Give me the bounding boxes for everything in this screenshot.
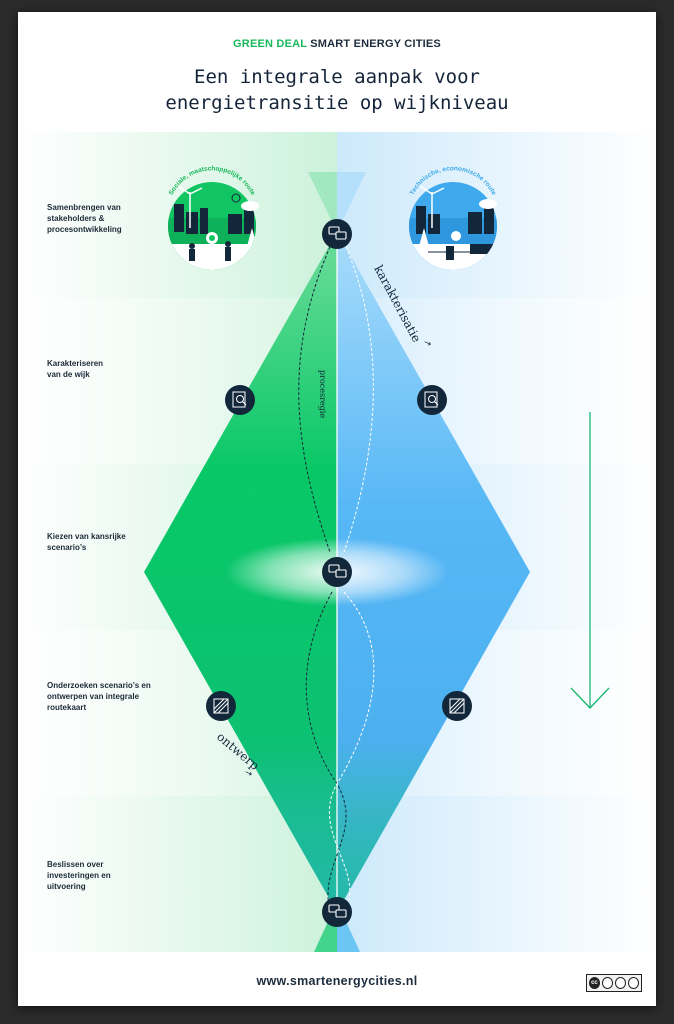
sa-icon (627, 977, 639, 989)
footer-url[interactable]: www.smartenergycities.nl (256, 974, 418, 988)
chat-bubbles-icon (322, 557, 352, 587)
step-label-1: Samenbrengen van stakeholders & proceson… (47, 203, 122, 234)
chat-bubbles-icon (322, 219, 352, 249)
top-funnel-left (308, 172, 337, 232)
cc-icon: cc (589, 977, 600, 989)
step-label-2: Karakteriseren van de wijk (47, 359, 104, 379)
title-line-1: Een integrale aanpak voor (194, 66, 480, 88)
step-label-4: Onderzoeken scenario’s en ontwerpen van … (47, 681, 151, 712)
process-line-dark (298, 241, 347, 913)
step-label-3: Kiezen van kansrijke scenario’s (47, 532, 126, 552)
route-diagram: Sociale, maatschappelijke route Technisc… (18, 132, 656, 952)
annotation-procesregie: procesregie (318, 370, 327, 418)
magnifier-document-icon (225, 385, 255, 415)
page-title: Een integrale aanpak voor energietransit… (18, 64, 656, 116)
header: GREEN DEAL SMART ENERGY CITIES (18, 38, 656, 50)
header-rest: SMART ENERGY CITIES (306, 38, 441, 50)
step-label-5: Beslissen over investeringen en uitvoeri… (47, 860, 111, 891)
by-icon (601, 977, 613, 989)
arrow-karakterisatie: → (422, 338, 433, 350)
header-brand: GREEN DEAL (233, 38, 307, 50)
drawing-icon (442, 691, 472, 721)
drawing-icon (206, 691, 236, 721)
chat-bubbles-icon (322, 897, 352, 927)
nc-icon (614, 977, 626, 989)
license-badge: cc (586, 974, 642, 992)
arrow-ontwerp: → (243, 768, 254, 780)
top-funnel-right (337, 172, 366, 232)
magnifier-document-icon (417, 385, 447, 415)
process-line-light (328, 241, 375, 913)
title-line-2: energietransitie op wijkniveau (165, 92, 509, 114)
down-arrow-icon (570, 412, 610, 709)
poster: GREEN DEAL SMART ENERGY CITIES Een integ… (18, 12, 656, 1006)
